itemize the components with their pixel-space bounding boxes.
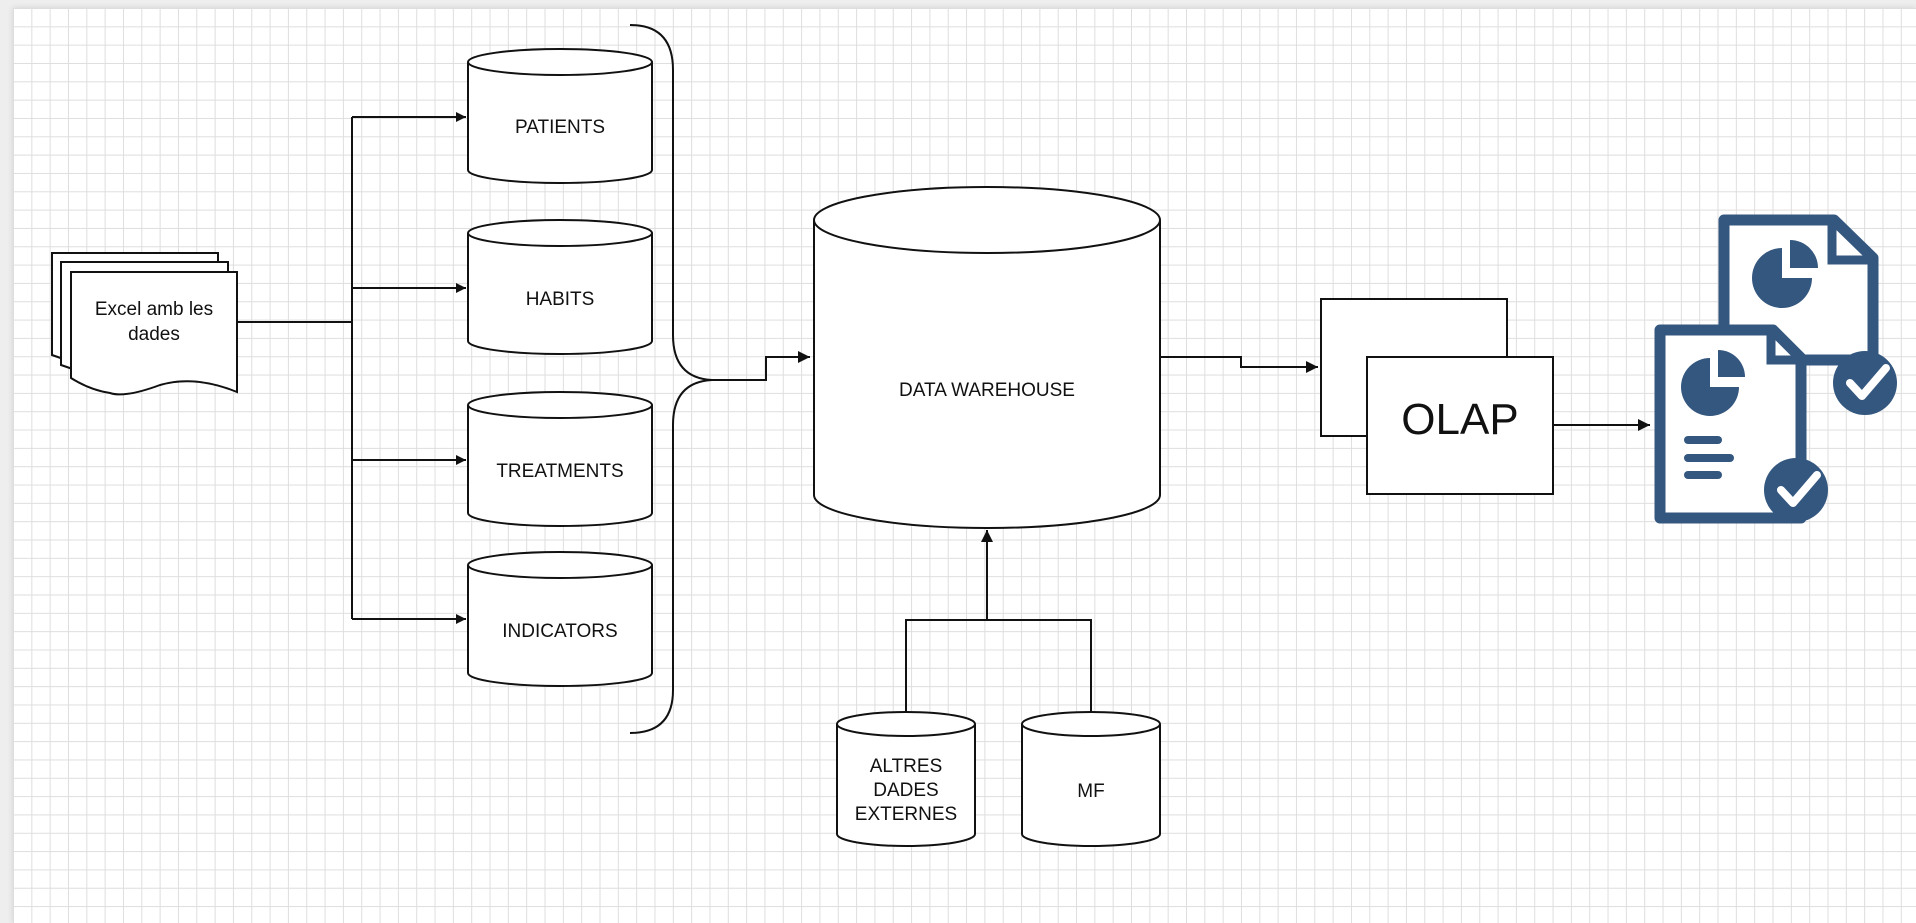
tables-to-warehouse-arrow (712, 351, 810, 381)
olap-label: OLAP (1401, 395, 1518, 444)
external-cylinder-mf (1021, 711, 1161, 847)
table-cylinder-habits (467, 219, 653, 355)
table-cylinder-indicators (467, 551, 653, 687)
table-label-indicators: INDICATORS (502, 621, 617, 642)
external-label-mf: MF (1077, 781, 1104, 802)
external-to-warehouse-connector (905, 530, 1092, 712)
table-label-treatments: TREATMENTS (496, 461, 623, 482)
external-label-altres-line3: EXTERNES (855, 804, 957, 825)
reports-icon (1654, 214, 1897, 524)
table-cylinder-treatments (467, 391, 653, 527)
excel-document (51, 252, 238, 396)
table-label-patients: PATIENTS (515, 117, 605, 138)
external-label-altres-line1: ALTRES (870, 756, 943, 777)
table-cylinder-patients (467, 48, 653, 184)
excel-document-label-line1: Excel amb les (95, 299, 213, 320)
warehouse-to-olap-arrow (1160, 356, 1318, 373)
excel-document-label-line2: dades (128, 324, 180, 345)
external-label-altres-line2: DADES (873, 780, 938, 801)
warehouse-label: DATA WAREHOUSE (899, 380, 1075, 401)
excel-to-tables-connector (237, 112, 466, 624)
table-label-habits: HABITS (526, 289, 595, 310)
external-cylinder-altres (836, 711, 976, 847)
data-warehouse-cylinder (813, 186, 1161, 529)
